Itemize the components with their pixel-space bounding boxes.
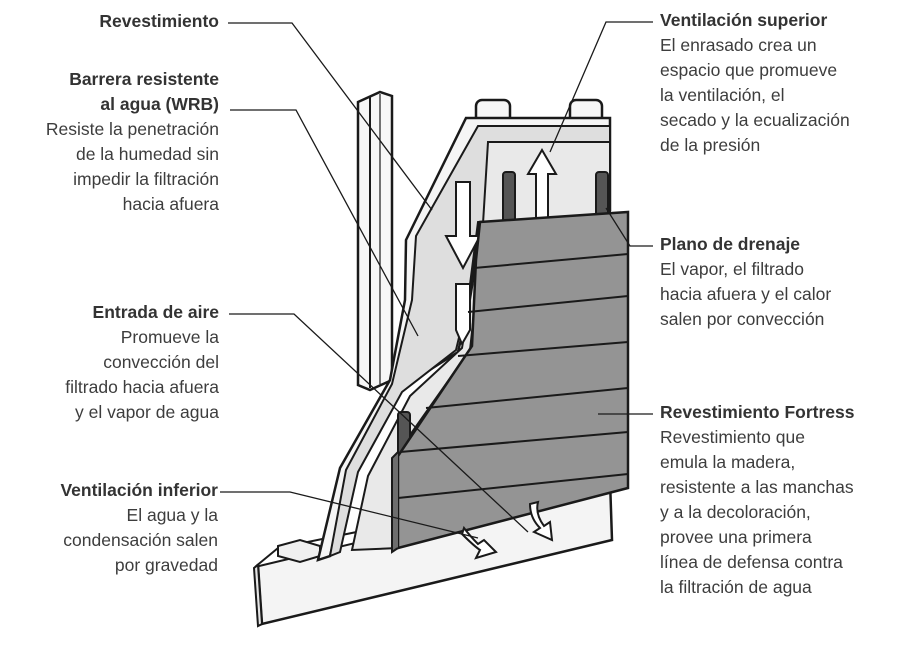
label-revestimiento-title: Revestimiento: [99, 11, 219, 31]
leader-ventilacion-inferior: [220, 491, 479, 539]
label-ventilacion-inferior-desc-2: condensación salen: [63, 530, 218, 550]
label-ventilacion-superior: Ventilación superior El enrasado crea un…: [660, 8, 850, 158]
label-wrb-desc-4: hacia afuera: [122, 194, 219, 214]
label-plano-drenaje-title: Plano de drenaje: [660, 234, 801, 254]
label-ventilacion-superior-desc-3: la ventilación, el: [660, 85, 785, 105]
label-ventilacion-superior-title: Ventilación superior: [660, 10, 828, 30]
label-plano-drenaje-desc-2: hacia afuera y el calor: [660, 284, 832, 304]
label-wrb-title-line1: Barrera resistente: [69, 69, 219, 89]
label-plano-drenaje-desc-1: El vapor, el filtrado: [660, 259, 804, 279]
label-entrada-aire-desc-1: Promueve la: [120, 327, 219, 347]
leader-revestimiento: [228, 22, 433, 211]
label-plano-drenaje: Plano de drenaje El vapor, el filtrado h…: [660, 232, 831, 332]
label-wrb: Barrera resistente al agua (WRB) Resiste…: [46, 67, 219, 217]
label-revestimiento-fortress-desc-1: Revestimiento que: [660, 427, 805, 447]
label-ventilacion-superior-desc-5: de la presión: [660, 135, 761, 155]
label-entrada-aire-desc-2: convección del: [103, 352, 219, 372]
label-ventilacion-inferior-desc-1: El agua y la: [126, 505, 218, 525]
label-ventilacion-superior-desc-4: secado y la ecualización: [660, 110, 850, 130]
leader-entrada-aire: [229, 313, 529, 533]
downward-airflow-arrows: [444, 181, 482, 347]
label-wrb-desc-3: impedir la filtración: [73, 169, 219, 189]
label-revestimiento-fortress-desc-6: línea de defensa contra: [660, 552, 843, 572]
label-revestimiento-fortress-title: Revestimiento Fortress: [660, 402, 855, 422]
label-ventilacion-inferior-title: Ventilación inferior: [60, 480, 218, 500]
label-revestimiento-fortress-desc-4: y a la decoloración,: [660, 502, 811, 522]
label-revestimiento-fortress-desc-7: la filtración de agua: [660, 577, 812, 597]
leader-wrb: [230, 109, 419, 337]
leader-lines: [220, 21, 653, 539]
label-entrada-aire-desc-4: y el vapor de agua: [75, 402, 219, 422]
label-wrb-desc-1: Resiste la penetración: [45, 119, 219, 139]
label-ventilacion-inferior: Ventilación inferior El agua y la conden…: [60, 478, 218, 578]
label-revestimiento-fortress-desc-2: emula la madera,: [660, 452, 796, 472]
label-revestimiento-fortress-desc-3: resistente a las manchas: [660, 477, 854, 497]
label-ventilacion-inferior-desc-3: por gravedad: [114, 555, 218, 575]
leader-plano-drenaje: [605, 207, 653, 247]
label-ventilacion-superior-desc-1: El enrasado crea un: [660, 35, 817, 55]
label-entrada-aire-title: Entrada de aire: [92, 302, 219, 322]
label-revestimiento-fortress: Revestimiento Fortress Revestimiento que…: [660, 400, 855, 600]
label-ventilacion-superior-desc-2: espacio que promueve: [660, 60, 838, 80]
label-revestimiento-fortress-desc-5: provee una primera: [660, 527, 812, 547]
label-plano-drenaje-desc-3: salen por convección: [660, 309, 825, 329]
leader-ventilacion-superior: [549, 21, 653, 153]
vertical-stud: [356, 90, 394, 392]
label-wrb-title-line2: al agua (WRB): [100, 94, 219, 114]
label-entrada-aire: Entrada de aire Promueve la convección d…: [65, 300, 219, 425]
label-wrb-desc-2: de la humedad sin: [75, 144, 219, 164]
label-revestimiento: Revestimiento: [99, 9, 219, 34]
label-entrada-aire-desc-3: filtrado hacia afuera: [65, 377, 219, 397]
